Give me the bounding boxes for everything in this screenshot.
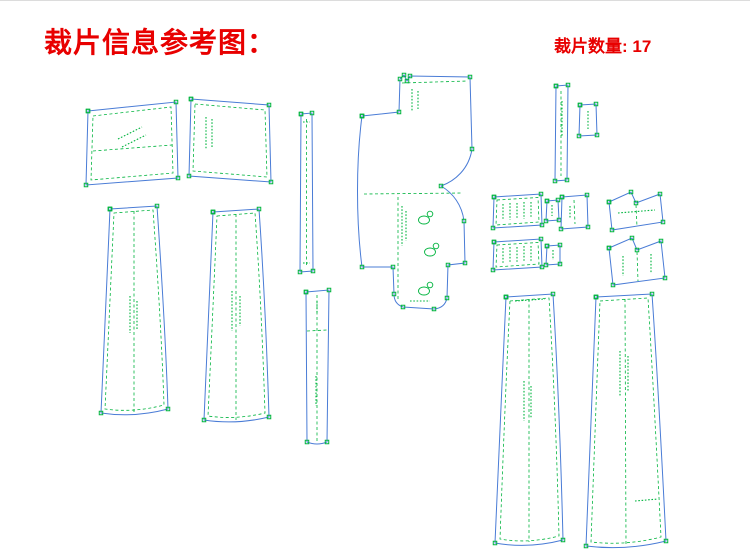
piece-outline [357, 75, 473, 309]
piece-small-square-2 [546, 245, 560, 265]
annotation-mark [617, 209, 656, 214]
piece-outline [546, 245, 560, 265]
grain-line [636, 251, 639, 282]
piece-bodice [357, 75, 473, 309]
piece-right-leg-2 [586, 294, 666, 548]
piece-right-leg-1 [495, 294, 563, 545]
cat-doodle [424, 242, 440, 257]
piece-back-panel-right [189, 99, 271, 182]
piece-collar-1 [609, 192, 663, 230]
piece-small-square-1 [546, 200, 559, 221]
seam-allowance-line [495, 242, 540, 268]
piece-outline [579, 104, 597, 136]
piece-count-label: 裁片数量: 17 [554, 37, 652, 56]
piece-collar-2 [609, 238, 665, 285]
piece-pocket-2 [493, 239, 542, 270]
piece-outline [101, 206, 168, 415]
piece-outline [555, 85, 568, 181]
grain-line [635, 204, 638, 228]
annotation-mark [121, 134, 147, 148]
seam-allowance-line [499, 297, 560, 542]
fold-line [92, 144, 173, 152]
seam-allowance-line [90, 106, 174, 181]
piece-outline [204, 209, 269, 422]
piece-left-leg-1 [101, 206, 168, 415]
piece-back-panel-left [86, 102, 178, 185]
cat-doodle [418, 281, 434, 296]
waist-line [363, 192, 464, 195]
piece-cuff-strip [555, 85, 568, 181]
annotation-mark [634, 498, 659, 502]
seam-allowance-line [590, 297, 662, 544]
piece-outline [546, 200, 559, 221]
piece-pocket-1 [493, 194, 542, 228]
piece-outline [609, 238, 665, 285]
grain-line [624, 298, 627, 545]
piece-pocket-flap [561, 195, 588, 229]
piece-outline [306, 290, 329, 444]
seam-allowance-line [207, 212, 266, 418]
piece-placket-strip [300, 113, 313, 272]
page-title: 裁片信息参考图： [44, 27, 277, 58]
grain-line [573, 199, 576, 225]
piece-outline [586, 294, 666, 548]
piece-outline [189, 99, 271, 182]
fold-line [401, 80, 469, 84]
piece-front-placket [306, 290, 329, 444]
seam-allowance-line [192, 103, 268, 178]
cat-doodle [418, 210, 434, 225]
piece-outline [495, 294, 563, 545]
fold-line [306, 329, 328, 332]
seam-allowance-line [495, 197, 540, 226]
piece-outline [86, 102, 178, 185]
piece-left-leg-2 [204, 209, 269, 422]
annotation-mark [117, 126, 143, 140]
piece-small-tab [579, 104, 597, 136]
